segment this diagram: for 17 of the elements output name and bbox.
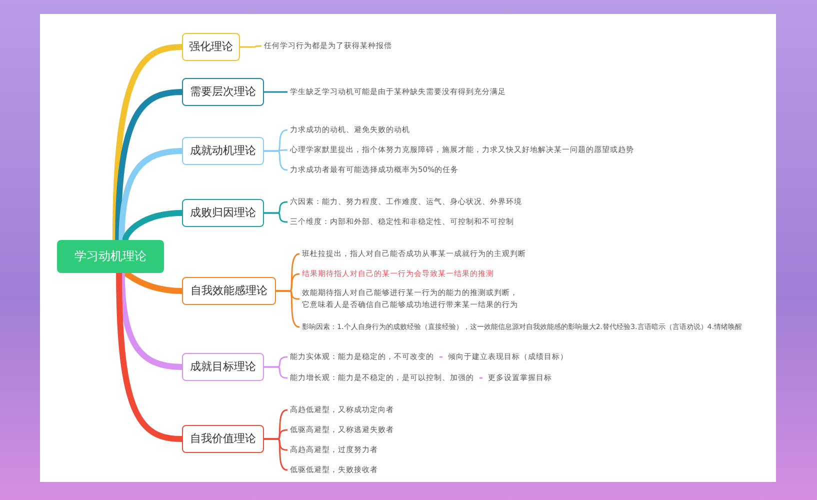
topic-box: 强化理论 — [182, 33, 240, 61]
connector-line — [263, 91, 288, 93]
connector-line — [263, 212, 288, 223]
connector-line — [439, 356, 443, 358]
topic-box: 自我效能感理论 — [182, 277, 276, 305]
topic-box: 成就目标理论 — [182, 353, 264, 381]
connector-line — [263, 366, 288, 379]
connector-line — [263, 150, 288, 171]
topic-box: 成败归因理论 — [182, 199, 264, 227]
connector-line — [263, 438, 288, 471]
connector-line — [239, 45, 262, 48]
topic-box: 成就动机理论 — [182, 137, 264, 165]
topic-box: 需要层次理论 — [182, 78, 264, 106]
central-topic-box: 学习动机理论 — [57, 240, 164, 273]
topic-box: 自我价值理论 — [182, 425, 264, 453]
connector-line — [479, 377, 483, 379]
connector-line — [275, 290, 300, 328]
